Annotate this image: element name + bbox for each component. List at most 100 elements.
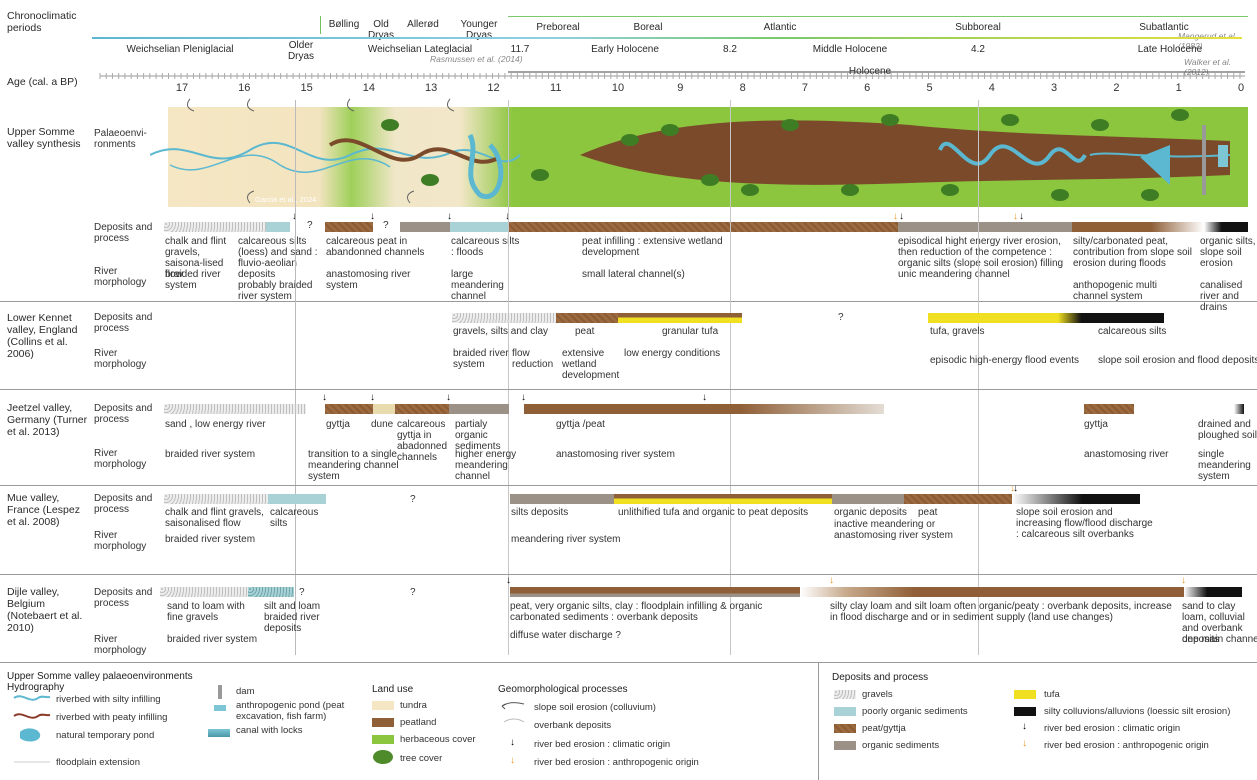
mue-dep-0: chalk and flint gravels, saisonalised fl… bbox=[165, 507, 264, 529]
row-separator bbox=[0, 389, 1257, 390]
mue-bar-gravel bbox=[164, 494, 268, 504]
legend-dam: dam bbox=[236, 686, 255, 697]
somme-riv-1: probably braided river system bbox=[238, 280, 313, 302]
jeetzel-dep-4: partialy organic sediments bbox=[455, 419, 501, 452]
legend-anthropogenic-pond: anthropogenic pond (peat excavation, fis… bbox=[236, 700, 345, 722]
dijle-dep-4: peat, very organic silts, clay : floodpl… bbox=[510, 601, 763, 623]
age-tick-label: 15 bbox=[300, 82, 313, 94]
legend-anthropogenic-erosion-right: river bed erosion : anthropogenic origin bbox=[1044, 740, 1209, 751]
climatic-erosion-arrow: ↓ bbox=[521, 392, 526, 403]
somme-dep-1: calcareous silts (loess) and sand : fluv… bbox=[238, 236, 318, 280]
climatic-erosion-arrow-icon: ↓ bbox=[510, 737, 515, 748]
dijle-river-label: River morphology bbox=[94, 634, 147, 656]
dijle-dep-6: sand to clay loam, colluvial and overban… bbox=[1182, 601, 1245, 645]
row-separator bbox=[0, 301, 1257, 302]
legend-silty-colluvions: silty colluvions/alluvions (loessic silt… bbox=[1044, 706, 1231, 717]
legend-overbank: overbank deposits bbox=[534, 720, 612, 731]
dijle-riv-2: one main channel bbox=[1182, 634, 1257, 645]
period-preboreal: Preboreal bbox=[536, 22, 580, 33]
row-separator bbox=[0, 485, 1257, 486]
legend-tundra: tundra bbox=[400, 700, 427, 711]
legend-canal: canal with locks bbox=[236, 725, 303, 736]
periods-row-label: Chronoclimatic periods bbox=[7, 10, 77, 34]
dijle-dep-2: ? bbox=[299, 587, 305, 598]
geomorph-symbols bbox=[501, 702, 525, 723]
climatic-erosion-arrow: ↓ bbox=[370, 392, 375, 403]
ref-mangerud: Mangerud et al. (1982) bbox=[1178, 31, 1238, 51]
climatic-erosion-arrow: ↓ bbox=[899, 211, 904, 222]
dijle-riv-1: diffuse water discharge ? bbox=[510, 630, 621, 641]
mue-riv-1: meandering river system bbox=[511, 534, 621, 545]
somme-dep-7: organic silts, slope soil erosion bbox=[1200, 236, 1256, 269]
somme-dep-0: chalk and flint gravels, saisona-lised f… bbox=[165, 236, 227, 280]
canal-icon bbox=[208, 729, 230, 737]
somme-q2: ? bbox=[383, 220, 389, 231]
mue-bar-tufa bbox=[614, 494, 832, 504]
kennet-bar-gravel bbox=[452, 313, 556, 323]
grid-line bbox=[730, 100, 731, 655]
anthropogenic-pond-icon bbox=[214, 705, 226, 711]
age-tick-label: 3 bbox=[1051, 82, 1058, 94]
period-boelling: Bølling bbox=[328, 19, 360, 30]
jeetzel-riv-1: transition to a single meandering channe… bbox=[308, 449, 399, 482]
dijle-riv-0: braided river system bbox=[167, 634, 258, 645]
kennet-deposits-label: Deposits and process bbox=[94, 312, 153, 334]
grid-line bbox=[978, 100, 979, 655]
period-divider bbox=[320, 16, 321, 34]
climatic-erosion-arrow: ↓ bbox=[370, 211, 375, 222]
somme-dep-6: silty/carbonated peat, contribution from… bbox=[1073, 236, 1192, 269]
somme-riv-2: anastomosing river system bbox=[326, 269, 411, 291]
jeetzel-riv-2: higher energy meandering channel bbox=[455, 449, 517, 482]
legend-peaty-riverbed: riverbed with peaty infilling bbox=[56, 712, 168, 723]
jeetzel-region-label: Jeetzel valley, Germany (Turner et al. 2… bbox=[7, 402, 88, 438]
legend-climatic-erosion: river bed erosion : climatic origin bbox=[534, 739, 671, 750]
somme-dep-3: calcareous silts : floods bbox=[451, 236, 520, 258]
legend-peatland: peatland bbox=[400, 717, 437, 728]
climatic-erosion-arrow: ↓ bbox=[446, 392, 451, 403]
period-subatlantic: Subatlantic bbox=[1139, 22, 1189, 33]
somme-river-label: River morphology bbox=[94, 266, 147, 288]
boundary-42: 4.2 bbox=[971, 44, 985, 55]
grid-line bbox=[295, 100, 296, 655]
age-tick-label: 0 bbox=[1237, 82, 1245, 94]
legend-geomorph-title: Geomorphological processes bbox=[498, 684, 628, 695]
dijle-bar-silty bbox=[800, 587, 1184, 597]
climatic-erosion-arrow: ↓ bbox=[322, 392, 327, 403]
jeetzel-riv-5: single meandering system bbox=[1198, 449, 1251, 482]
organic-swatch bbox=[834, 741, 856, 750]
legend-left-title: Upper Somme valley palaeoenvironments bbox=[7, 671, 193, 682]
tundra-swatch bbox=[372, 701, 394, 710]
age-tick-label: 7 bbox=[801, 82, 808, 94]
age-tick-label: 14 bbox=[362, 82, 375, 94]
dijle-bar-gravel bbox=[160, 587, 248, 597]
jeetzel-dep-2: dune bbox=[371, 419, 394, 430]
somme-bar-gravel bbox=[164, 222, 266, 232]
dijle-dep-1: silt and loam braided river deposits bbox=[264, 601, 321, 634]
somme-region-label: Upper Somme valley synthesis bbox=[7, 126, 81, 150]
legend-silty-riverbed: riverbed with silty infilling bbox=[56, 694, 161, 705]
anthropogenic-erosion-arrow: ↓ bbox=[1181, 575, 1186, 586]
somme-bar-organic-2 bbox=[898, 222, 1072, 232]
period-boreal: Boreal bbox=[633, 22, 663, 33]
mue-dep-3: silts deposits bbox=[511, 507, 569, 518]
mue-bar-late bbox=[1012, 494, 1140, 504]
jeetzel-bar-organic bbox=[449, 404, 509, 414]
jeetzel-bar-peat bbox=[524, 404, 884, 414]
jeetzel-deposits-label: Deposits and process bbox=[94, 403, 153, 425]
dijle-bar-late bbox=[1184, 587, 1242, 597]
jeetzel-dep-6: gyttja bbox=[1084, 419, 1108, 430]
climatic-erosion-arrow: ↓ bbox=[505, 212, 510, 222]
legend-landuse-title: Land use bbox=[372, 684, 414, 695]
kennet-riv-2: extensive wetland development bbox=[562, 348, 620, 381]
mue-bar-silts bbox=[268, 494, 326, 504]
boundary-117: 11.7 bbox=[510, 44, 530, 55]
mue-bar-peat bbox=[904, 494, 1012, 504]
somme-bar-peat-1 bbox=[325, 222, 373, 232]
poor-organic-swatch bbox=[834, 707, 856, 716]
age-tick-label: 16 bbox=[238, 82, 251, 94]
jeetzel-dep-7: drained and ploughed soil bbox=[1198, 419, 1257, 441]
age-tick-label: 13 bbox=[425, 82, 438, 94]
age-tick-label: 5 bbox=[926, 82, 933, 94]
jeetzel-bar-calc-gyttja bbox=[395, 404, 449, 414]
mue-dep-5: organic deposits bbox=[834, 507, 907, 518]
